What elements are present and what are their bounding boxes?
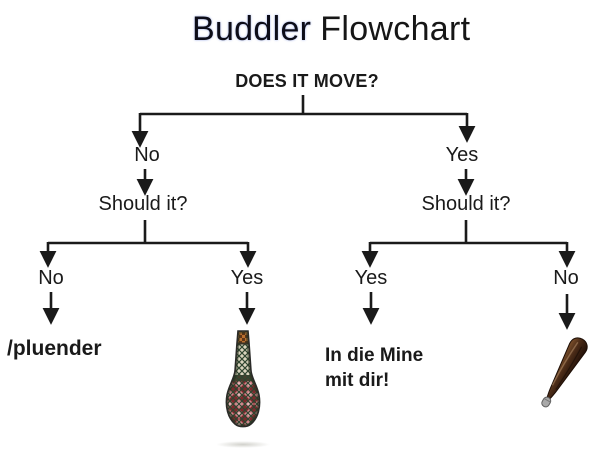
branch-no-level3-left: No (38, 267, 64, 289)
branch-yes-level1: Yes (445, 144, 479, 166)
question-should-it-right: Should it? (421, 193, 511, 215)
wooden-club-icon (541, 337, 588, 408)
branch-no-level1: No (134, 144, 160, 166)
title-word-buddler: Buddler (192, 10, 312, 48)
bottle-ground-shadow (216, 441, 270, 448)
root-question: DOES IT MOVE? (235, 71, 379, 91)
branch-no-level3-right: No (553, 267, 579, 289)
title-word-flowchart: Flowchart (320, 10, 471, 48)
branch-yes-level3-right: Yes (354, 267, 388, 289)
branch-yes-level3-left: Yes (230, 267, 264, 289)
question-should-it-left: Should it? (98, 193, 188, 215)
outcome-in-die-mine: In die Mine mit dir! (325, 345, 424, 391)
netted-wine-bottle-icon (225, 330, 261, 428)
outcome-pluender-command: /pluender (7, 337, 102, 360)
